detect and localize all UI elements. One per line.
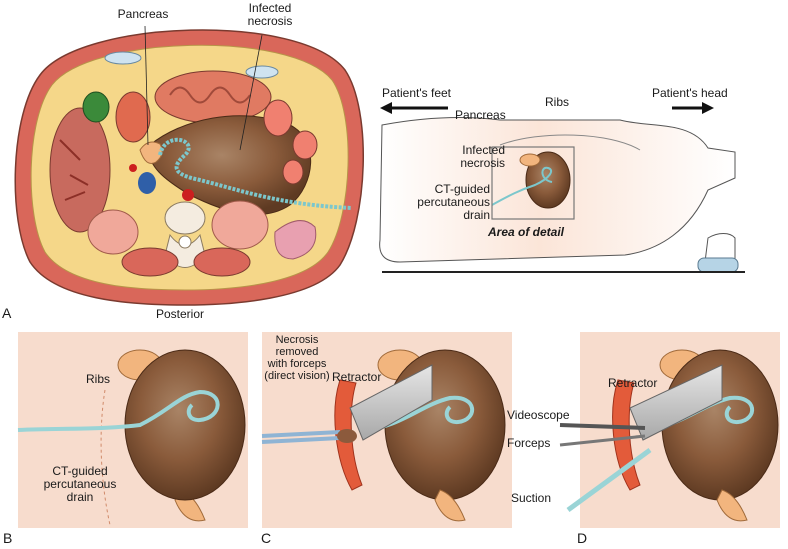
- label-area-of-detail: Area of detail: [488, 225, 565, 239]
- label-c-with-forceps: with forceps: [267, 358, 327, 370]
- drain-tube-cross-section: [158, 137, 353, 210]
- label-c-retractor: Retractor: [332, 370, 382, 384]
- panel-c-drain: [361, 395, 475, 432]
- portal-vessel: [129, 164, 137, 172]
- label-patients-head: Patient's head: [652, 86, 728, 100]
- colon-left: [115, 91, 151, 143]
- gallbladder: [82, 91, 110, 123]
- panel-d-diagram: [559, 332, 780, 528]
- leader-pancreas: [144, 25, 149, 146]
- right-kidney: [87, 209, 139, 255]
- spinal-canal: [178, 235, 192, 249]
- panel-letter-d: D: [577, 530, 588, 546]
- side-pancreas: [519, 153, 541, 167]
- label-b-drain-3: drain: [66, 490, 94, 504]
- side-view-diagram: [379, 102, 745, 273]
- left-kidney: [211, 200, 269, 250]
- stomach-folds: [169, 86, 251, 104]
- panel-c-retractor: [349, 364, 433, 441]
- panel-d-videoscope: [559, 423, 646, 430]
- vertebral-body: [164, 201, 206, 235]
- rib-1: [104, 51, 142, 65]
- feet-arrowhead: [380, 102, 392, 114]
- panel-c-diagram: [261, 332, 512, 528]
- rib-2: [245, 65, 279, 79]
- side-drain: [491, 166, 553, 206]
- label-side-drain-2: percutaneous: [417, 195, 490, 209]
- label-b-drain-1: CT-guided: [52, 464, 108, 478]
- panel-c-tail: [434, 489, 466, 522]
- liver-vessels: [59, 139, 89, 201]
- panel-b-drain: [17, 389, 220, 432]
- spleen: [274, 220, 317, 260]
- psoas-left: [121, 247, 179, 277]
- aorta: [182, 189, 194, 201]
- small-bowel-3: [282, 159, 304, 185]
- panel-d-tail: [716, 489, 748, 522]
- label-side-necrosis: necrosis: [460, 156, 505, 170]
- small-bowel-2: [292, 130, 318, 160]
- label-b-drain-2: percutaneous: [43, 477, 117, 491]
- label-posterior: Posterior: [155, 307, 205, 321]
- panel-b-diagram: [17, 332, 248, 528]
- patient-head: [704, 233, 736, 263]
- label-d-videoscope: Videoscope: [507, 408, 570, 422]
- label-c-removed: removed: [275, 346, 319, 358]
- label-b-ribs: Ribs: [86, 372, 111, 386]
- head-arrowhead: [702, 102, 714, 114]
- label-side-ribs: Ribs: [545, 95, 570, 109]
- panel-letter-b: B: [3, 530, 13, 546]
- label-side-drain-3: drain: [463, 208, 490, 222]
- label-d-retractor: Retractor: [608, 376, 658, 390]
- panel-d-forceps: [559, 434, 646, 447]
- label-c-necrosis: Necrosis: [275, 334, 319, 346]
- label-c-direct-vision: (direct vision): [264, 370, 330, 382]
- panel-c-necrosis-fragment: [337, 429, 357, 443]
- label-side-infected: Infected: [462, 143, 505, 157]
- panel-c-necrosis: [384, 349, 506, 501]
- panel-letter-a: A: [2, 305, 12, 321]
- psoas-right: [193, 247, 251, 277]
- pillow: [697, 257, 739, 273]
- label-pancreas: Pancreas: [117, 7, 169, 21]
- panel-letter-c: C: [261, 530, 272, 546]
- side-ribs: [499, 134, 641, 151]
- label-d-forceps: Forceps: [507, 436, 551, 450]
- label-necrosis: necrosis: [247, 14, 293, 28]
- label-side-drain-1: CT-guided: [434, 182, 490, 196]
- small-bowel-1: [263, 99, 293, 137]
- leader-infected-necrosis: [239, 34, 263, 151]
- vena-cava: [138, 172, 156, 194]
- label-d-suction: Suction: [511, 491, 552, 505]
- area-of-detail-box: [491, 146, 575, 220]
- panel-c-forceps-2: [261, 436, 341, 444]
- label-patients-feet: Patient's feet: [382, 86, 451, 100]
- panel-c-forceps-1: [261, 430, 341, 438]
- panel-d-suction: [566, 447, 652, 513]
- label-side-pancreas: Pancreas: [455, 108, 506, 122]
- label-infected: Infected: [248, 1, 292, 15]
- cross-section-diagram: [14, 29, 365, 306]
- liver: [49, 107, 111, 233]
